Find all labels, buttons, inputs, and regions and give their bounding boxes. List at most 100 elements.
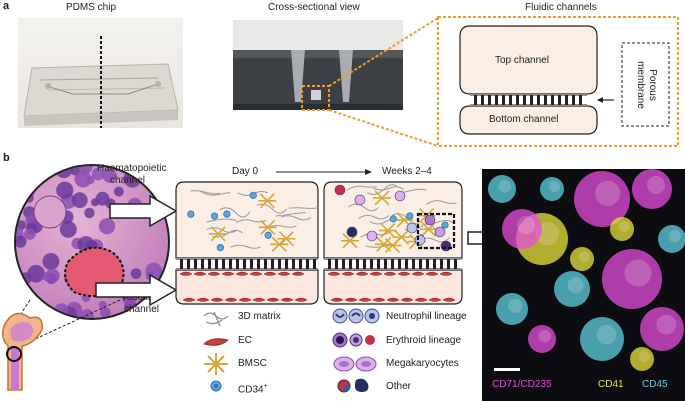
fluorescent-cell [602,249,662,309]
lineage-cell [366,230,378,242]
ec-cell [249,271,263,276]
ec-cell [358,297,372,302]
pore [222,259,225,269]
matrix-fibre [348,203,379,212]
matrix-fibre [358,214,390,220]
cd45-label: CD45 [642,379,668,390]
ec-cell [400,297,414,302]
histology-nucleus [130,268,142,279]
histology-cells [16,166,167,318]
ec-cell [263,271,277,276]
matrix-fibre [373,186,404,191]
histology-nucleus [24,193,34,203]
pore [481,95,484,105]
cd34-cell [223,210,231,218]
pore [509,95,512,105]
histology-nucleus [86,176,95,185]
lineage-cell [334,184,346,196]
histology-nucleus [139,175,149,185]
pore [419,259,422,269]
membrane-pore-group [474,95,582,105]
legend-matrix-label: 3D matrix [238,311,281,322]
pore [440,259,443,269]
matrix-fibre [256,203,287,214]
fluorescent-cell [632,169,672,209]
ec-cell [280,297,294,302]
lineage-cell [394,190,406,202]
fluorescent-highlight [579,251,590,262]
haematopoietic-label-1: Haematopoietic [97,163,167,174]
histology-nucleus [138,166,153,178]
zoom-box [301,85,330,111]
matrix-fibre [219,207,251,218]
fluorescent-highlight [624,259,652,287]
histology-nucleus [135,308,153,318]
pore [285,259,288,269]
pore [398,259,401,269]
weeks-label: Weeks 2–4 [382,166,432,177]
cd34-cell [249,191,257,199]
fluorescent-cell [488,175,516,203]
ec-cell [196,297,210,302]
pore [572,95,575,105]
histology-nucleus [16,235,27,248]
ec-cell [425,271,439,276]
legend-erythroid-label: Erythroid lineage [386,335,462,346]
pore [264,259,267,269]
ec-cell [210,297,224,302]
fluorescent-highlight [656,314,677,335]
megakaryocyte-legend-icon [333,356,377,372]
pore [565,95,568,105]
histology-nucleus [84,207,95,219]
matrix-fibre [212,229,243,238]
panel-b-letter: b [3,152,10,164]
matrix-fibre [230,244,261,249]
legend-megakaryocytes-label: Megakaryocytes [386,358,459,369]
bmsc-cell [258,219,277,235]
fluorescent-highlight [595,180,621,206]
bottom-channel-shape [459,105,598,135]
fluorescent-cell [610,217,634,241]
schematic-membranes [176,258,462,270]
cd34-cell [264,231,272,239]
ec-cell [372,297,386,302]
ec-cell [277,271,291,276]
fluorescent-highlight [596,324,617,345]
pore [342,259,345,269]
histology-nucleus [42,253,60,270]
histology-nucleus [24,228,36,240]
pore [335,259,338,269]
matrix-fibre [346,185,377,191]
scale-bar [494,368,520,371]
histology-nucleus [56,181,74,199]
cross-section-photo [233,20,403,110]
fluorescent-highlight [639,351,650,362]
cd34-text: CD34 [238,384,264,396]
histology-nucleus [27,264,45,283]
fluorescent-cell [496,293,528,325]
histology-nucleus [71,192,88,209]
legend-cd34-label: CD34+ [238,381,268,396]
pore [278,259,281,269]
pore [426,259,429,269]
histology-nucleus [91,167,105,181]
pore [236,259,239,269]
histology-nucleus [16,166,24,175]
fluorescent-highlight [549,181,560,192]
pore [271,259,274,269]
pore [292,259,295,269]
fluorescent-highlight [508,298,523,313]
bmsc-cell [373,190,392,206]
ec-cell [182,297,196,302]
ec-cell [442,297,456,302]
fluorescent-cell [528,325,556,353]
cd34-sup: + [263,383,268,390]
histology-nucleus [74,170,92,188]
fluorescent-cell [574,171,630,227]
pore [306,259,309,269]
cd34-cell [441,221,449,229]
bmsc-cell [277,231,296,247]
legend-ec-label: EC [238,335,252,346]
